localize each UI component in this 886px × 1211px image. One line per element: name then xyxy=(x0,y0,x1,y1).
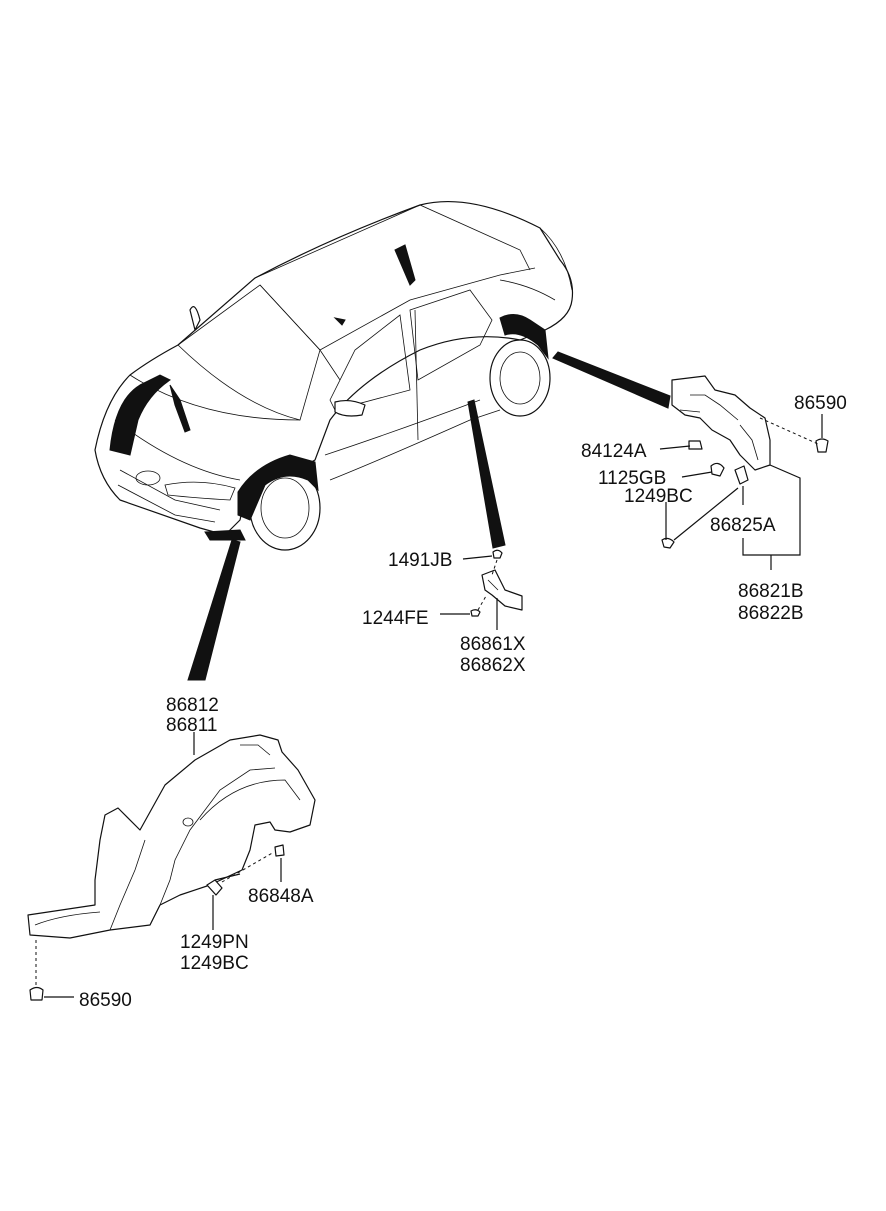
sill-group xyxy=(440,549,523,630)
label-rear-nut: 84124A xyxy=(581,441,647,462)
label-front-liner-1: 86812 xyxy=(166,695,219,716)
rear-bracket-part xyxy=(734,465,749,485)
rear-wheel-liner xyxy=(671,375,771,471)
label-front-clip: 86590 xyxy=(79,990,132,1011)
label-sill-screw: 1244FE xyxy=(362,608,429,629)
label-sill-guard-2: 86862X xyxy=(460,655,526,676)
label-rear-bracket: 86825A xyxy=(710,515,776,536)
label-sill-guard-1: 86861X xyxy=(460,634,526,655)
label-rear-bolt: 1125GB xyxy=(598,468,666,489)
label-sill-clip: 1491JB xyxy=(388,550,452,571)
label-front-screw-1: 1249PN xyxy=(180,932,249,953)
label-front-screw-2: 1249BC xyxy=(180,953,249,974)
labels: 86590 84124A 1125GB 1249BC 86825A 86821B… xyxy=(79,393,847,1011)
front-wheel-liner xyxy=(27,734,316,939)
label-rear-clip: 86590 xyxy=(794,393,847,414)
sill-guard-part xyxy=(481,569,523,611)
label-rear-liner-1: 86821B xyxy=(738,581,804,602)
car-illustration xyxy=(94,200,671,681)
label-front-nut: 86848A xyxy=(248,886,314,907)
rear-liner-group xyxy=(659,375,829,570)
label-rear-screw: 1249BC xyxy=(624,486,693,507)
label-front-liner-2: 86811 xyxy=(166,715,217,736)
front-liner-group xyxy=(27,732,316,1001)
label-rear-liner-2: 86822B xyxy=(738,603,804,624)
